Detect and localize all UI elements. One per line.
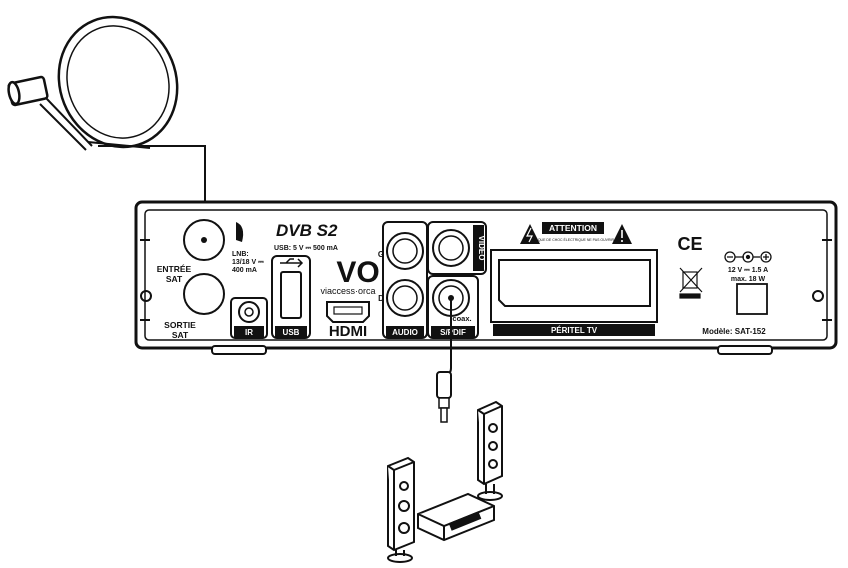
ir-port bbox=[230, 297, 268, 339]
warning-block bbox=[520, 222, 632, 244]
dish-small-icon bbox=[236, 222, 244, 242]
audio-ports bbox=[382, 221, 428, 339]
video-port bbox=[427, 221, 487, 275]
sat-out-label-2: SAT bbox=[172, 330, 189, 340]
home-cinema-system bbox=[387, 400, 503, 563]
usb-label: USB bbox=[283, 328, 300, 337]
vo-logo: VO bbox=[336, 256, 379, 289]
spdif-cable bbox=[436, 298, 452, 423]
hdmi-port bbox=[326, 301, 370, 323]
sat-in-label-1: ENTRÉE bbox=[157, 264, 192, 274]
sat-out-label-1: SORTIE bbox=[164, 320, 196, 330]
screw-left-icon bbox=[140, 290, 152, 302]
video-label: VIDEO bbox=[477, 236, 486, 261]
lnb-label-3: 400 mA bbox=[232, 267, 257, 274]
peritel-port bbox=[490, 249, 658, 336]
speaker-right bbox=[477, 400, 503, 501]
power-jack bbox=[736, 283, 768, 315]
coax-label: coax. bbox=[452, 314, 471, 323]
spdif-port bbox=[427, 275, 479, 339]
lnb-label-1: LNB: bbox=[232, 251, 249, 258]
ce-mark: CE bbox=[677, 234, 702, 254]
dvb-logo-text: DVB S2 bbox=[276, 221, 338, 240]
lightning-warning-icon bbox=[520, 224, 540, 244]
audio-left-label: G bbox=[378, 250, 384, 259]
dc-polarity-icon bbox=[724, 251, 772, 263]
sat-in-label-2: SAT bbox=[166, 274, 183, 284]
dvb-s2-logo: DVB S2 bbox=[276, 221, 338, 240]
audio-right-label: D bbox=[378, 294, 384, 303]
viaccess-label: viaccess·orca bbox=[320, 286, 375, 296]
model-label: Modèle: SAT-152 bbox=[702, 327, 766, 336]
usb-icon bbox=[280, 258, 304, 268]
peritel-label: PÉRITEL TV bbox=[551, 326, 598, 335]
speaker-left bbox=[387, 456, 415, 563]
spdif-label: S/PDIF bbox=[440, 328, 466, 337]
usb-port bbox=[271, 255, 311, 339]
satellite-dish bbox=[7, 15, 179, 151]
sat-out-connector bbox=[183, 273, 225, 315]
usb-spec: USB: 5 V ⎓ 500 mA bbox=[274, 245, 338, 252]
power-spec-1: 12 V ⎓ 1.5 A bbox=[728, 267, 768, 274]
lnb-label-2: 13/18 V ⎓ bbox=[232, 259, 264, 266]
hdmi-label: HDMI bbox=[329, 323, 367, 340]
audio-label: AUDIO bbox=[392, 328, 418, 337]
power-spec-2: max. 18 W bbox=[731, 276, 766, 283]
amplifier bbox=[417, 492, 495, 542]
weee-bin-icon bbox=[679, 267, 703, 299]
attention-label: ATTENTION bbox=[549, 223, 597, 233]
attention-sub: RISQUE DE CHOC ÉLECTRIQUE NE PAS OUVRIR bbox=[532, 237, 614, 242]
sat-in-connector bbox=[183, 219, 225, 261]
screw-right-icon bbox=[812, 290, 824, 302]
ir-label: IR bbox=[245, 328, 253, 337]
